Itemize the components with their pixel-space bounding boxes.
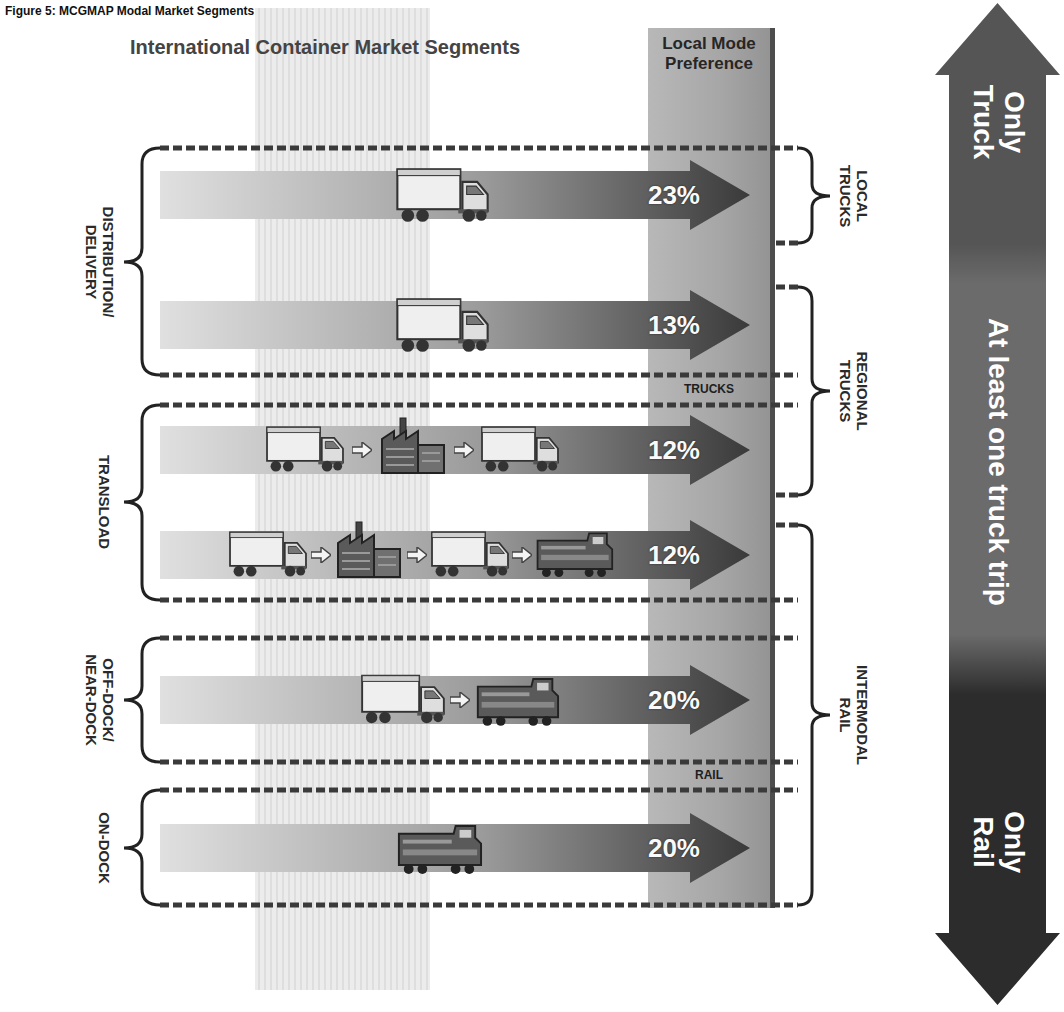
warehouse-icon (338, 522, 400, 577)
step-arrow (450, 692, 470, 708)
share-percent: 12% (648, 436, 700, 465)
arrow-body (160, 665, 750, 735)
dashed-boundary (160, 903, 798, 908)
group-bracket (124, 790, 160, 905)
mode-range-label: At least one truck trip (982, 318, 1013, 606)
band-mode-label: TRUCKS (648, 383, 770, 396)
section-heading: International Container Market Segments (130, 36, 520, 59)
share-percent: 20% (648, 686, 700, 715)
locomotive-icon (478, 679, 558, 726)
segment-label: OFF-DOCK/ NEAR-DOCK (83, 643, 118, 758)
share-arrow: 20% (160, 813, 750, 883)
dashed-boundary (160, 146, 798, 151)
segment-dashes (160, 148, 798, 905)
warehouse-icon (382, 418, 444, 473)
mode-bracket (798, 148, 830, 243)
truck-icon (432, 532, 508, 576)
truck-icon (397, 169, 487, 222)
share-percent: 12% (648, 541, 700, 570)
truck-icon (267, 427, 343, 471)
mode-range-arrow: Only Truck At least one truck tripOnly Ra… (935, 3, 1060, 1005)
share-percent: 13% (648, 311, 700, 340)
step-arrow (352, 442, 372, 458)
step-arrow (407, 547, 427, 563)
mode-label: REGIONAL TRUCKS (837, 341, 872, 441)
dashed-boundary (776, 285, 798, 290)
right-brackets (798, 148, 830, 905)
mode-range-label: Only Truck (967, 72, 1029, 172)
arrow-body (160, 415, 750, 485)
band-mode-label: RAIL (648, 769, 770, 782)
dashed-boundary (776, 241, 798, 246)
mode-bracket (798, 287, 830, 495)
mode-bracket (798, 525, 830, 905)
arrow-body (160, 290, 750, 360)
share-arrow: 12% (160, 520, 750, 590)
truck-icon (362, 676, 444, 724)
share-arrow: 23% (160, 160, 750, 230)
segment-label: TRANSLOAD (95, 455, 112, 549)
dashed-boundary (160, 598, 798, 603)
dashed-boundary (160, 636, 798, 641)
locomotive-icon (399, 826, 481, 874)
arrow-body (160, 520, 750, 590)
vehicle-icons (230, 169, 612, 874)
band-heading: Local Mode Preference (648, 34, 770, 73)
dashed-boundary (160, 760, 798, 765)
truck-icon (230, 532, 306, 576)
dashed-boundary (160, 403, 798, 408)
share-percent: 20% (648, 834, 700, 863)
share-arrow: 12% (160, 415, 750, 485)
step-arrow (311, 547, 331, 563)
arrow-body (160, 160, 750, 230)
figure-title: Figure 5: MCGMAP Modal Market Segments (5, 4, 254, 18)
truck-icon (482, 427, 558, 471)
double-arrow-body (935, 3, 1060, 1005)
share-percent: 23% (648, 181, 700, 210)
group-bracket (124, 148, 160, 375)
dashed-boundary (776, 523, 798, 528)
group-bracket (124, 405, 160, 600)
arrow-body (160, 813, 750, 883)
dashed-boundary (160, 373, 798, 378)
segment-label: DISTRIBUTION/ DELIVERY (83, 187, 118, 337)
mode-range-label: Only Rail (967, 792, 1029, 892)
share-arrow: 20% (160, 665, 750, 735)
mode-label: INTERMODAL RAIL (837, 655, 872, 775)
segment-label: ON-DOCK (95, 812, 112, 884)
step-arrow (512, 547, 532, 563)
dashed-boundary (776, 493, 798, 498)
locomotive-icon (538, 533, 613, 577)
step-arrow (454, 442, 474, 458)
group-bracket (124, 638, 160, 762)
left-brackets (124, 148, 160, 905)
mode-label: LOCAL TRUCKS (837, 156, 872, 236)
share-arrow: 13% (160, 290, 750, 360)
truck-icon (397, 299, 487, 352)
dashed-boundary (160, 788, 798, 793)
